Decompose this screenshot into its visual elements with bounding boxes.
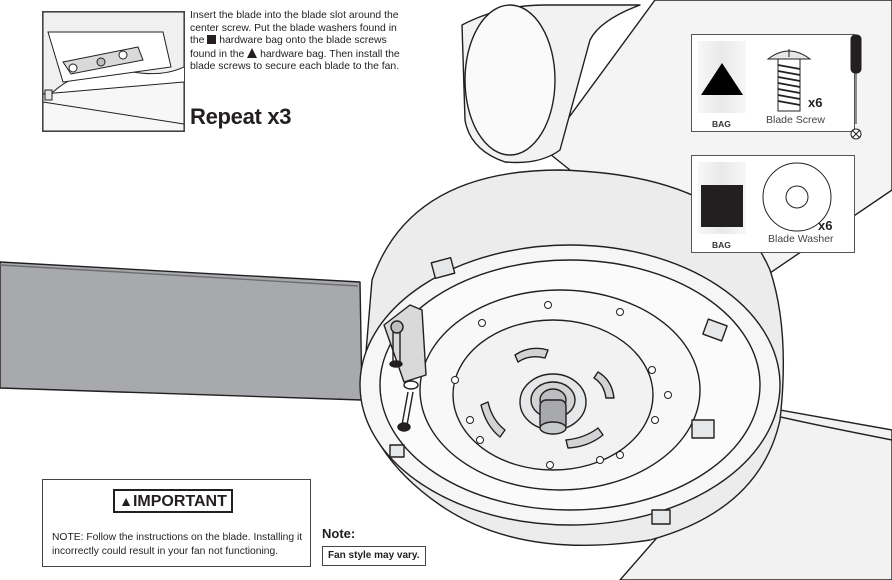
washer-name: Blade Washer bbox=[768, 233, 834, 245]
square-icon bbox=[207, 35, 217, 45]
inset-drawing bbox=[43, 12, 184, 131]
important-text: NOTE: Follow the instructions on the bla… bbox=[52, 532, 303, 557]
screw-icon bbox=[766, 49, 812, 112]
instruction-text: Insert the blade into the blade slot aro… bbox=[190, 10, 405, 74]
square-icon bbox=[701, 185, 743, 227]
washer-quantity: x6 bbox=[818, 218, 833, 233]
warning-icon: ▲ bbox=[119, 493, 133, 509]
repeat-heading: Repeat x3 bbox=[190, 104, 292, 129]
screw-name: Blade Screw bbox=[766, 114, 825, 126]
screw-bag-label: BAG bbox=[712, 119, 731, 129]
screw-quantity: x6 bbox=[808, 95, 823, 110]
washer-bag bbox=[698, 162, 746, 234]
instruction-part-3: hardware bag. Then install the blade scr… bbox=[190, 48, 400, 73]
screw-bag bbox=[698, 41, 746, 113]
important-badge: ▲IMPORTANT bbox=[113, 489, 233, 513]
note-label: Note: bbox=[322, 526, 356, 541]
washer-bag-label: BAG bbox=[712, 240, 731, 250]
blade-washer-hardware-box: BAG x6 Blade Washer bbox=[691, 155, 855, 253]
note-text: Fan style may vary. bbox=[322, 546, 426, 566]
washer-icon bbox=[762, 162, 832, 232]
blade-screw-hardware-box: BAG x6 Blade Screw bbox=[691, 34, 855, 132]
important-title: IMPORTANT bbox=[132, 493, 227, 510]
screwdriver-icon bbox=[850, 34, 862, 140]
instruction-part-2: hardware bag onto the blade screws found… bbox=[190, 35, 387, 60]
triangle-icon bbox=[247, 47, 258, 58]
triangle-icon bbox=[701, 63, 743, 95]
instruction-part-1: Insert the blade into the blade slot aro… bbox=[190, 10, 399, 47]
important-notice: ▲IMPORTANT NOTE: Follow the instructions… bbox=[42, 479, 311, 567]
detail-inset bbox=[42, 11, 185, 132]
